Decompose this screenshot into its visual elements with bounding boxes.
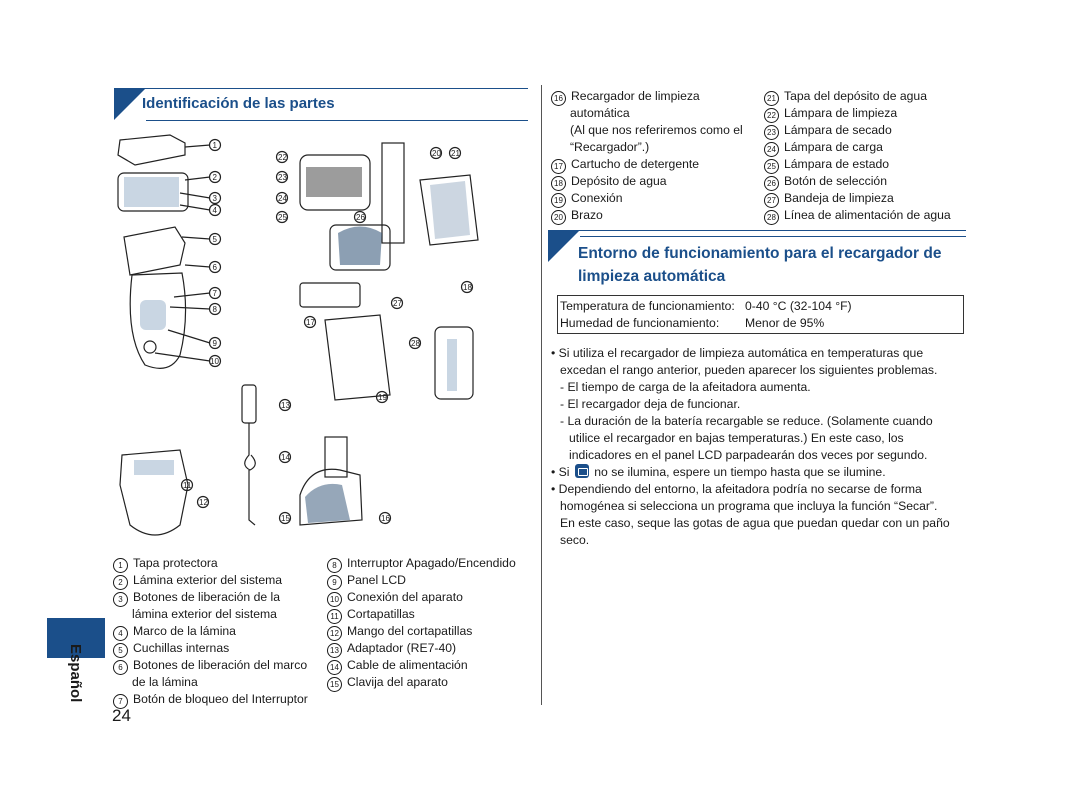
note-text: - El recargador deja de funcionar. <box>560 397 741 411</box>
svg-text:14: 14 <box>281 453 290 462</box>
page-number: 24 <box>112 706 131 725</box>
note-text: - El tiempo de carga de la afeitadora au… <box>560 380 811 394</box>
svg-text:24: 24 <box>278 194 287 203</box>
svg-text:2: 2 <box>213 173 218 182</box>
section-rule <box>580 236 966 237</box>
note-text-fragment: • Si <box>551 465 570 479</box>
section-title-line: Entorno de funcionamiento para el recarg… <box>578 245 942 262</box>
svg-text:21: 21 <box>451 149 460 158</box>
note-text-fragment: no se ilumina, espere un tiempo hasta qu… <box>594 465 886 479</box>
shaver-charge-icon <box>574 464 589 478</box>
svg-text:10: 10 <box>210 357 219 366</box>
svg-text:1: 1 <box>213 141 218 150</box>
svg-text:16: 16 <box>381 514 390 523</box>
note-text: • Dependiendo del entorno, la afeitadora… <box>551 482 922 496</box>
operating-conditions-box: Temperatura de funcionamiento: 0-40 °C (… <box>557 295 964 334</box>
note-text: En este caso, seque las gotas de agua qu… <box>560 516 950 530</box>
svg-text:18: 18 <box>463 283 472 292</box>
parts-illustration: 1 2 3 4 5 6 7 8 9 10 11 12 13 14 15 16 1… <box>117 134 479 536</box>
section-rule <box>146 120 528 121</box>
svg-text:28: 28 <box>411 339 420 348</box>
svg-text:7: 7 <box>213 289 218 298</box>
column-divider <box>541 85 542 705</box>
svg-text:5: 5 <box>213 235 218 244</box>
svg-text:13: 13 <box>281 401 290 410</box>
svg-text:6: 6 <box>213 263 218 272</box>
svg-text:3: 3 <box>213 194 218 203</box>
svg-text:11: 11 <box>183 481 192 490</box>
note-text: • Si utiliza el recargador de limpieza a… <box>551 346 924 360</box>
note-text: excedan el rango anterior, pueden aparec… <box>560 363 938 377</box>
humidity-row: Humedad de funcionamiento: Menor de 95% <box>560 315 963 332</box>
section-title: Entorno de funcionamiento para el recarg… <box>578 242 958 288</box>
section-rule <box>114 88 528 89</box>
svg-text:27: 27 <box>393 299 402 308</box>
note-text: utilice el recargador en bajas temperatu… <box>569 431 904 445</box>
temperature-label: Temperatura de funcionamiento: <box>560 299 735 313</box>
note-text: indicadores en el panel LCD parpadearán … <box>569 448 928 462</box>
list-item: de la lámina <box>132 675 198 689</box>
svg-text:15: 15 <box>281 514 290 523</box>
section-marker-triangle <box>114 88 146 120</box>
svg-text:22: 22 <box>278 153 287 162</box>
svg-text:20: 20 <box>432 149 441 158</box>
svg-text:8: 8 <box>213 305 218 314</box>
svg-text:23: 23 <box>278 173 287 182</box>
list-item: “Recargador”.) <box>570 140 650 154</box>
svg-text:25: 25 <box>278 213 287 222</box>
temperature-row: Temperatura de funcionamiento: 0-40 °C (… <box>560 298 963 315</box>
svg-text:17: 17 <box>306 318 315 327</box>
note-text: - La duración de la batería recargable s… <box>560 414 933 428</box>
list-item: lámina exterior del sistema <box>132 607 277 621</box>
list-item: (Al que nos referiremos como el <box>570 123 743 137</box>
humidity-value: Menor de 95% <box>745 316 825 330</box>
list-item: automática <box>570 106 630 120</box>
note-text: homogénea si selecciona un programa que … <box>560 499 938 513</box>
temperature-value: 0-40 °C (32-104 °F) <box>745 299 852 313</box>
humidity-label: Humedad de funcionamiento: <box>560 316 720 330</box>
note-text: • Si no se ilumina, espere un tiempo has… <box>551 464 886 481</box>
language-label: Español <box>67 644 84 703</box>
svg-text:9: 9 <box>213 339 218 348</box>
svg-text:26: 26 <box>356 213 365 222</box>
language-tab <box>47 618 105 658</box>
section-title: Identificación de las partes <box>142 95 335 112</box>
svg-text:4: 4 <box>213 206 218 215</box>
section-marker-triangle <box>548 230 580 262</box>
section-title-line: limpieza automática <box>578 268 726 285</box>
svg-text:12: 12 <box>199 498 208 507</box>
section-rule <box>548 230 966 231</box>
svg-text:19: 19 <box>378 393 387 402</box>
note-text: seco. <box>560 533 590 547</box>
